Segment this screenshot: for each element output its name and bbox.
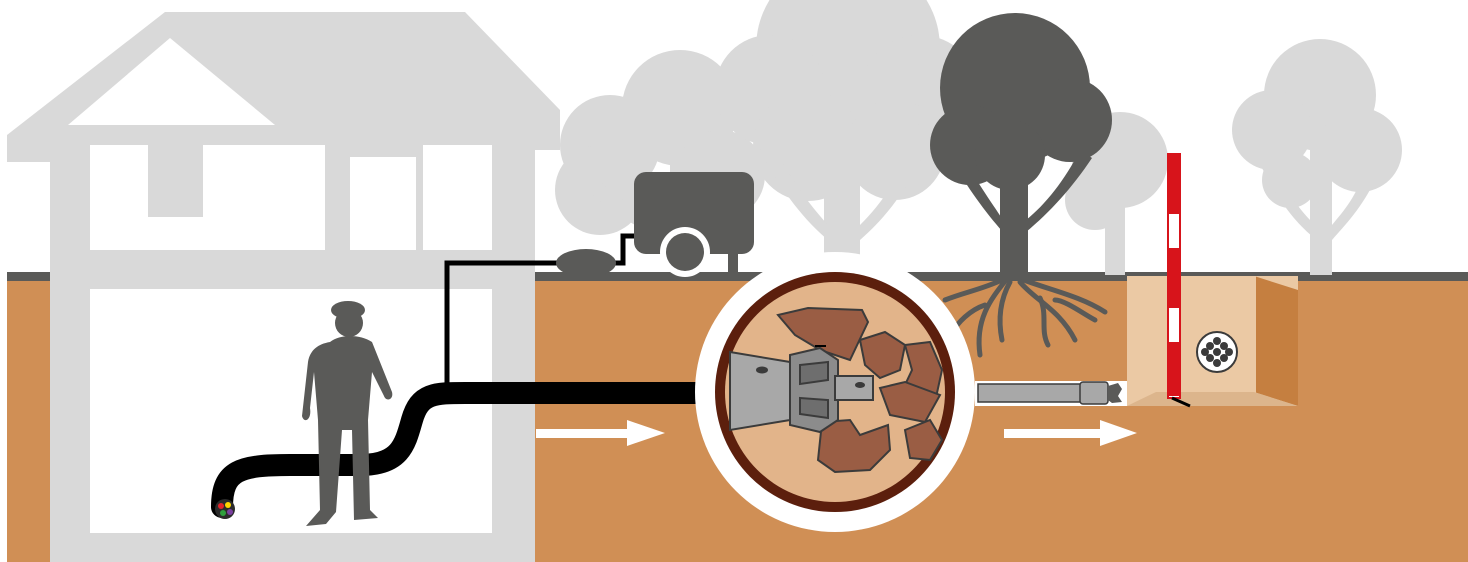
air-compressor-icon	[556, 172, 754, 277]
small-bore-head-icon	[1108, 383, 1122, 403]
piercing-tool-icon	[729, 345, 874, 434]
house-attic	[68, 38, 275, 125]
main-hose	[211, 381, 719, 518]
cable-bundle-icon	[1196, 331, 1238, 373]
oak-tree-icon	[930, 13, 1112, 358]
bore-pipe	[975, 381, 1137, 406]
house-basement	[90, 289, 492, 533]
arrow-right-icon	[536, 420, 665, 446]
rock-fragments	[776, 306, 944, 474]
house-window	[148, 145, 203, 217]
tree-right-icon	[1232, 39, 1402, 275]
house-door	[350, 157, 416, 250]
hose-connector	[444, 260, 560, 385]
house-silhouette-icon	[7, 12, 560, 562]
ground-line	[7, 272, 1468, 281]
hose-end-icon	[215, 499, 235, 519]
worker-silhouette-icon	[302, 301, 393, 526]
magnified-view	[695, 252, 975, 532]
survey-pole-icon	[1167, 153, 1191, 408]
tree-roots	[942, 277, 1108, 358]
arrow-right-icon-2	[1004, 420, 1137, 446]
